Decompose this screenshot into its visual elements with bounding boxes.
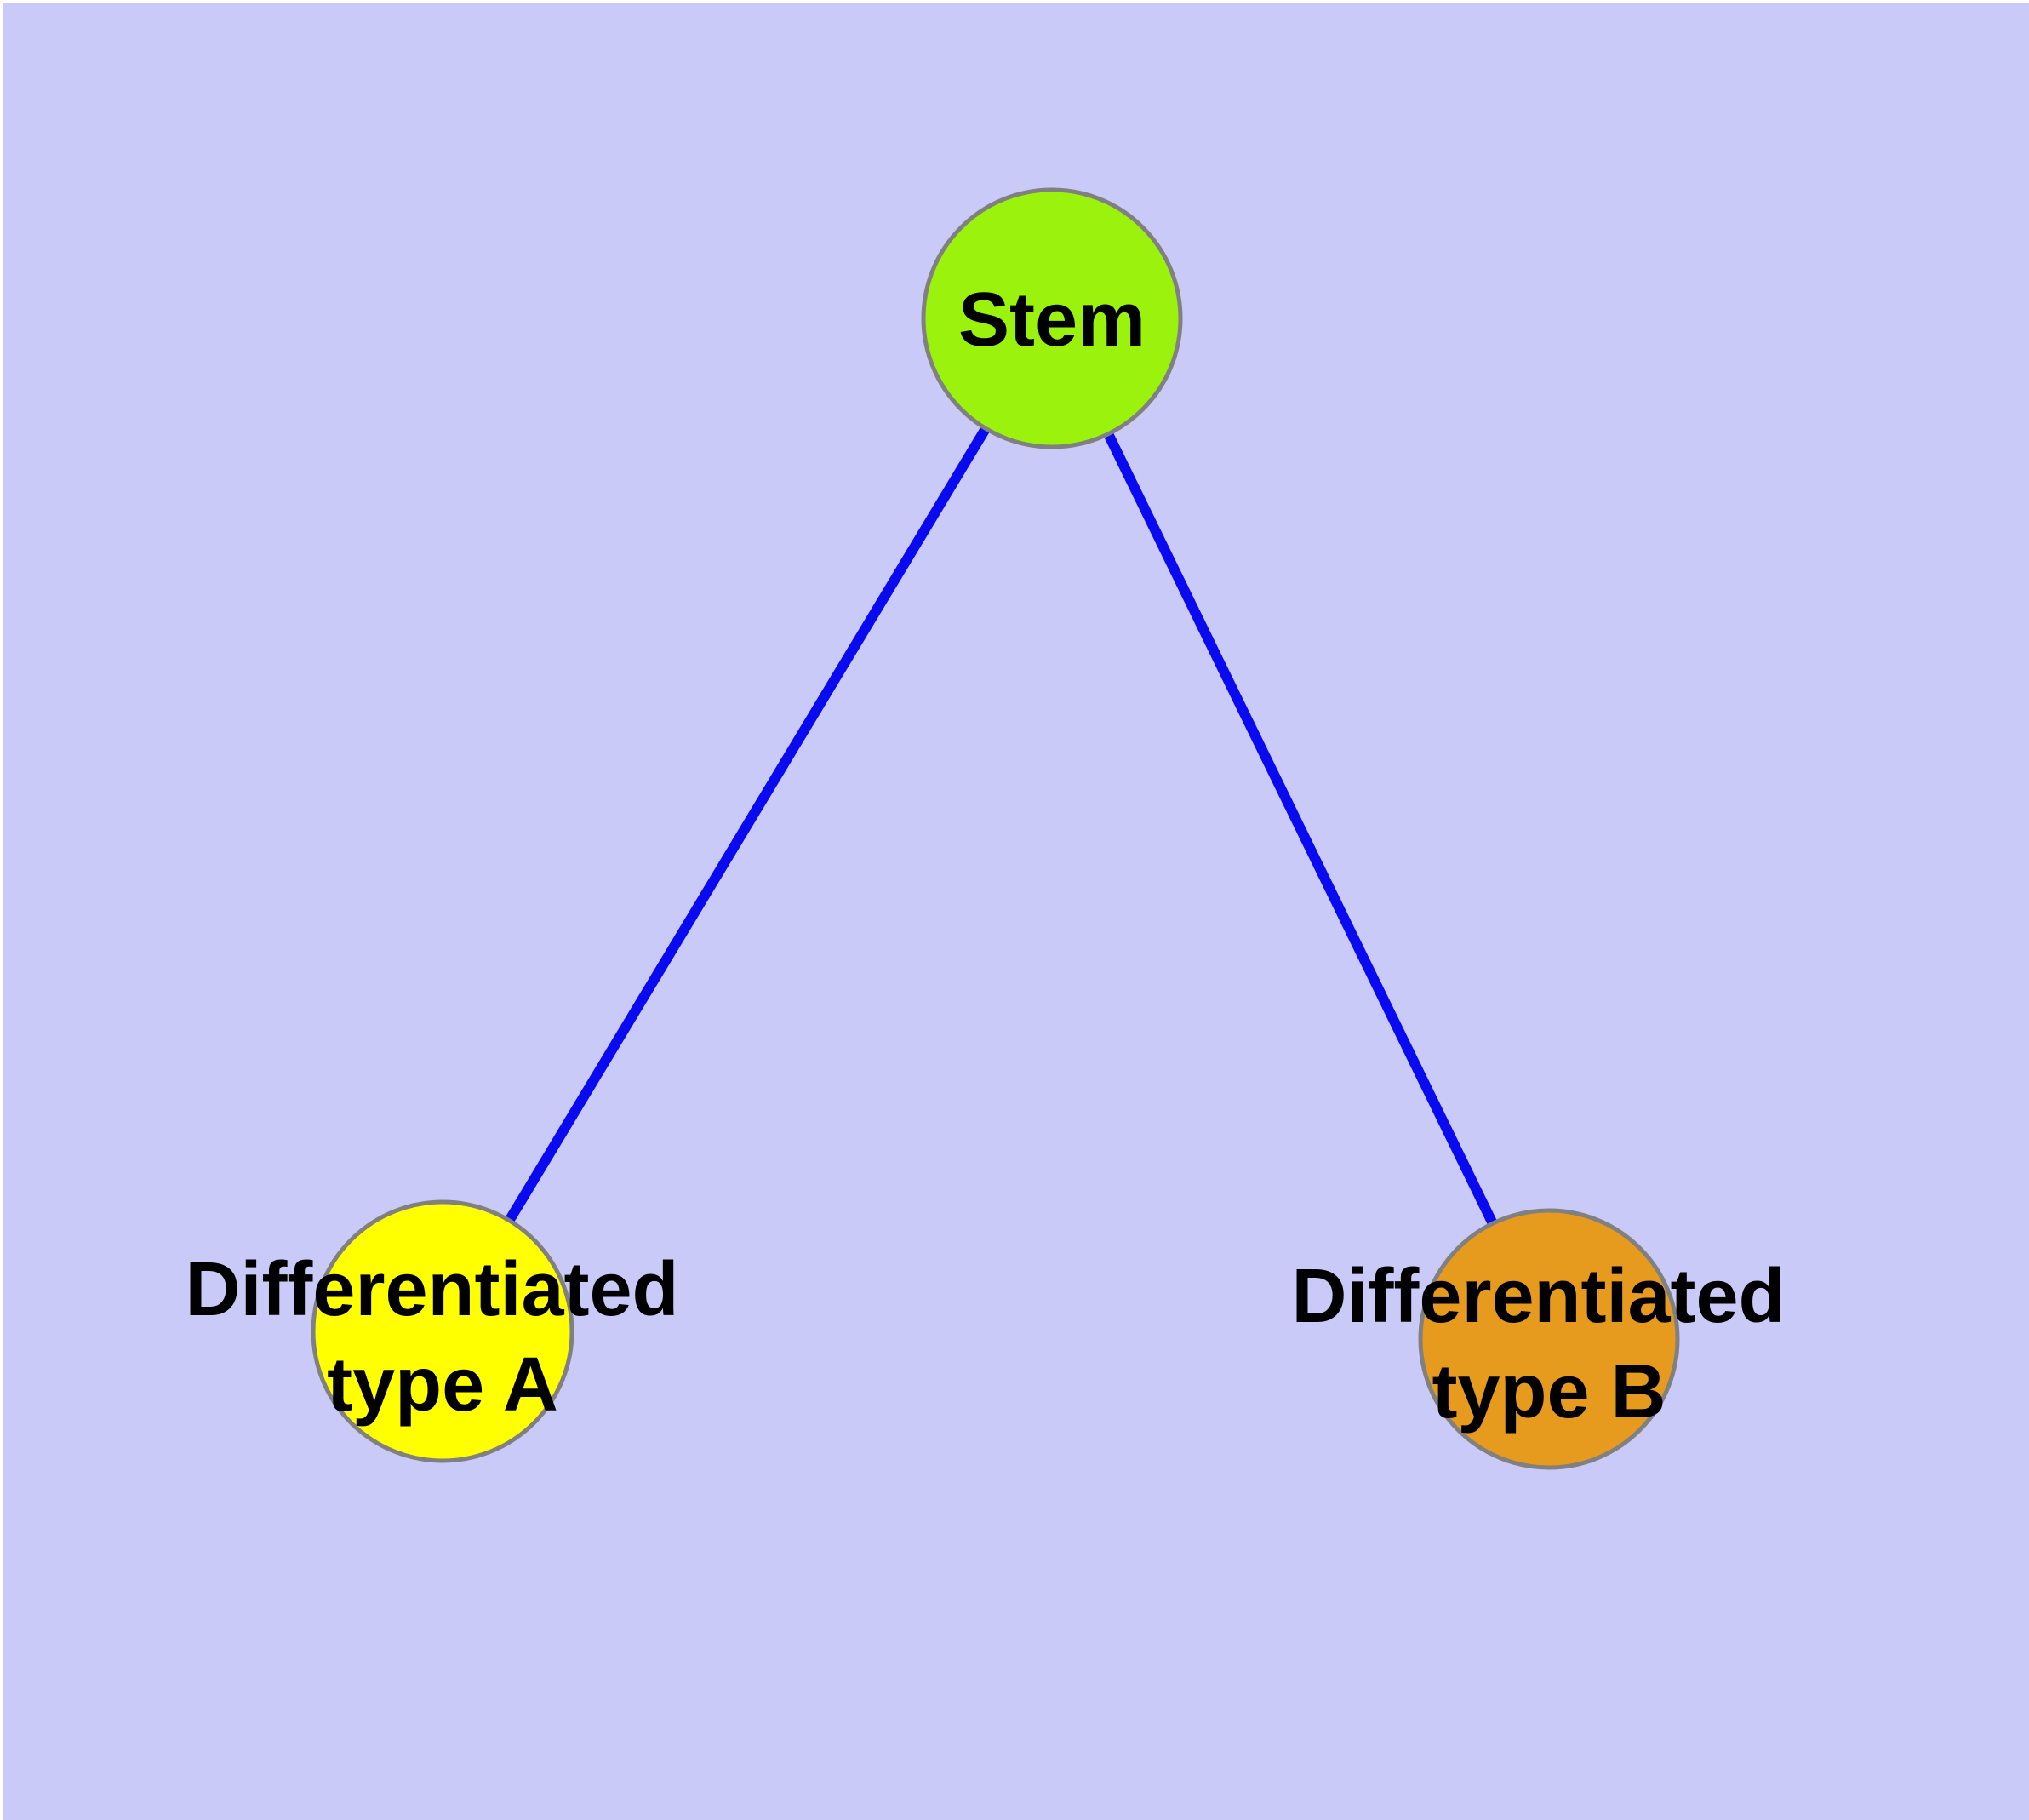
nodes: Stem Differentiated type A Differentiate… <box>185 187 1806 1470</box>
node-type-a-label-line1: Differentiated <box>185 1247 678 1332</box>
edge-stem-to-type-a <box>437 313 1057 1336</box>
edges <box>437 313 1554 1344</box>
edge-stem-to-type-b <box>1047 313 1554 1344</box>
node-type-b: Differentiated type B <box>1291 1208 1806 1470</box>
node-type-a-label-line2: type A <box>327 1342 558 1428</box>
node-type-a: Differentiated type A <box>185 1199 700 1463</box>
node-type-b-circle <box>1418 1208 1680 1470</box>
node-stem-circle <box>921 187 1183 449</box>
node-type-a-circle <box>311 1199 574 1463</box>
node-type-b-label: Differentiated type B <box>1291 1254 1806 1434</box>
node-type-a-label: Differentiated type A <box>185 1247 700 1428</box>
node-stem: Stem <box>921 187 1183 449</box>
node-type-b-label-line2: type B <box>1432 1349 1666 1434</box>
node-type-b-label-line1: Differentiated <box>1291 1254 1785 1339</box>
node-stem-label: Stem <box>958 278 1146 363</box>
